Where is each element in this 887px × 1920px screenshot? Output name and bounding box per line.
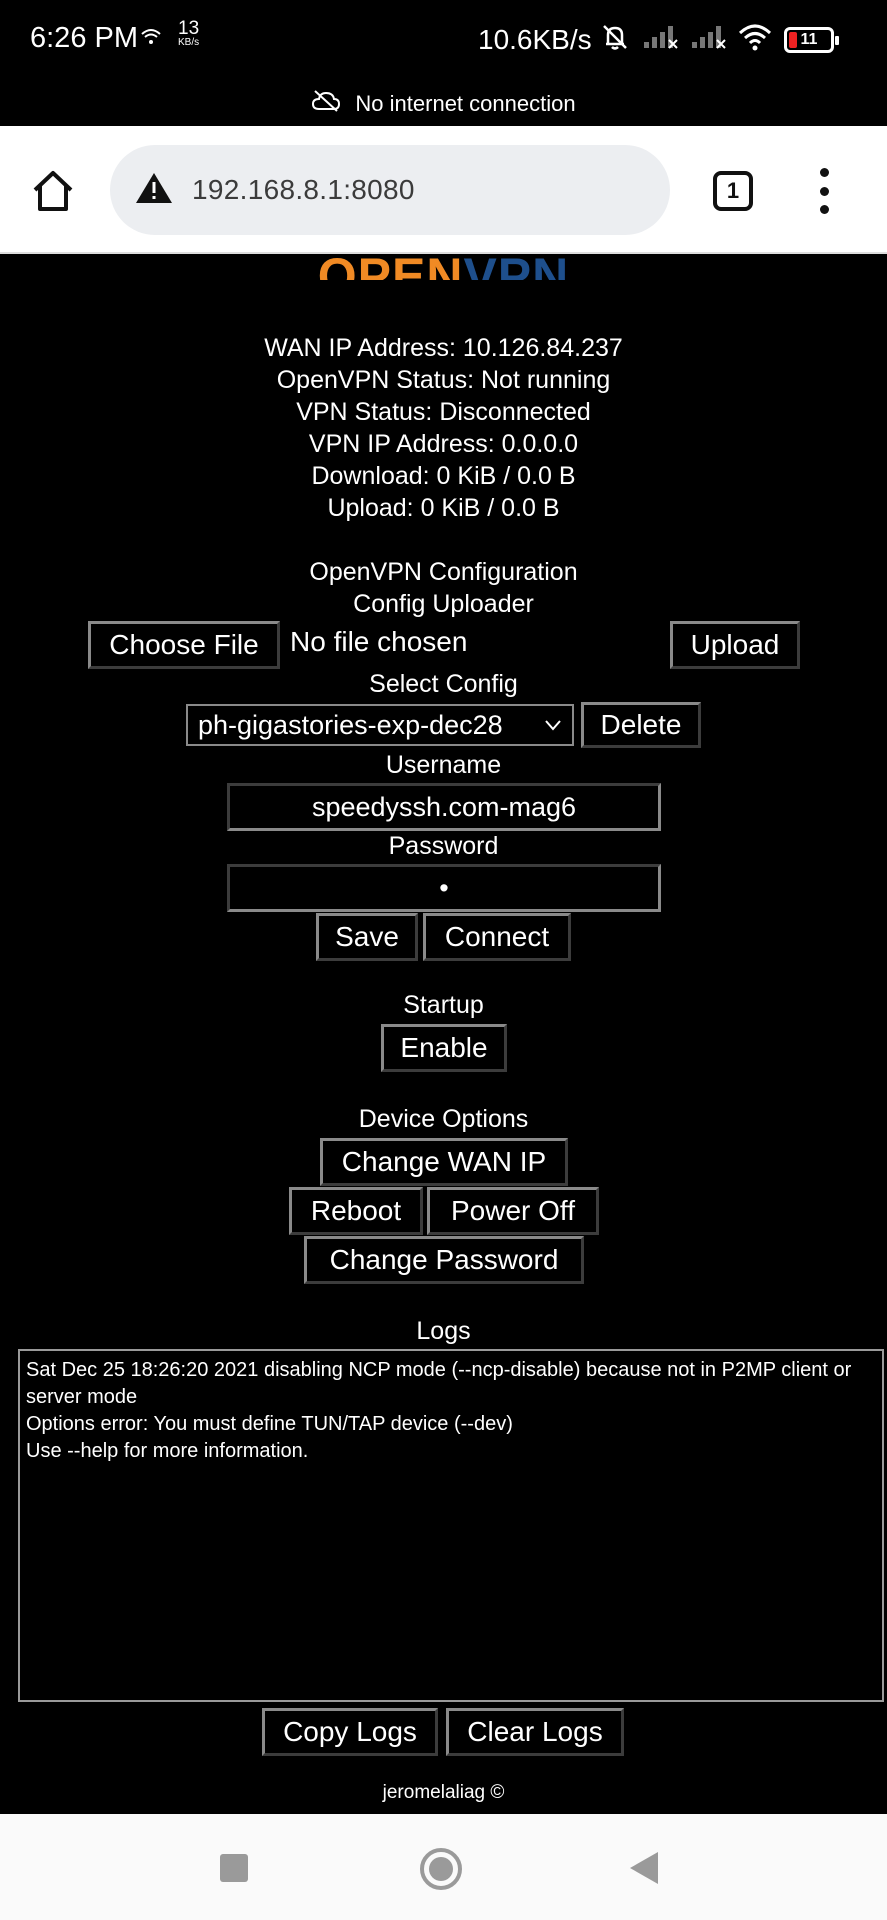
enable-startup-button[interactable]: Enable (381, 1024, 507, 1072)
upload-button[interactable]: Upload (670, 621, 800, 669)
openvpn-status: OpenVPN Status: Not running (276, 366, 611, 394)
footer-credit: jeromelaliag © (382, 1782, 505, 1803)
menu-dot-icon (819, 186, 829, 196)
connect-button[interactable]: Connect (423, 913, 571, 961)
menu-dot-icon (819, 168, 829, 177)
password-input[interactable]: • (227, 864, 661, 912)
network-banner: No internet connection (0, 82, 887, 126)
battery-icon: 11 (784, 26, 839, 53)
battery-level: 11 (800, 30, 818, 48)
vpn-status: VPN Status: Disconnected (296, 398, 591, 426)
net-speed: 10.6KB/s (478, 24, 592, 55)
logs-textarea[interactable]: Sat Dec 25 18:26:20 2021 disabling NCP m… (18, 1349, 884, 1702)
copy-logs-button[interactable]: Copy Logs (262, 1708, 438, 1756)
log-line: Sat Dec 25 18:26:20 2021 disabling NCP m… (26, 1359, 852, 1408)
net-speed-small: 13 KB/s (178, 18, 200, 48)
password-label: Password (388, 832, 499, 860)
chevron-down-icon (545, 720, 561, 731)
wifi-question-icon (140, 26, 162, 54)
warning-icon[interactable] (134, 171, 174, 210)
openvpn-logo: OPENVPN (0, 246, 887, 280)
home-button[interactable] (30, 168, 76, 214)
select-config-title: Select Config (369, 670, 518, 698)
choose-file-button[interactable]: Choose File (88, 621, 280, 669)
back-button[interactable] (630, 1852, 658, 1884)
username-label: Username (385, 751, 502, 779)
logs-title: Logs (416, 1317, 471, 1345)
openvpn-page: OPENVPN WAN IP Address: 10.126.84.237 Op… (0, 248, 887, 1814)
wifi-icon (738, 23, 772, 56)
clear-logs-button[interactable]: Clear Logs (446, 1708, 624, 1756)
status-time: 6:26 PM (30, 22, 138, 54)
tab-count: 1 (726, 178, 740, 203)
change-wan-ip-button[interactable]: Change WAN IP (320, 1138, 568, 1186)
vpn-ip: VPN IP Address: 0.0.0.0 (308, 430, 579, 458)
file-chosen-label: No file chosen (290, 626, 468, 657)
menu-dot-icon (819, 205, 829, 214)
url-text: 192.168.8.1:8080 (192, 174, 415, 205)
log-line: Options error: You must define TUN/TAP d… (26, 1413, 513, 1435)
config-select[interactable]: ph-gigastories-exp-dec28 (186, 704, 574, 746)
signal-icon-2 (690, 24, 726, 55)
tab-switcher-button[interactable]: 1 (713, 171, 753, 211)
system-nav-bar (0, 1814, 887, 1920)
status-icons: 11 (600, 22, 839, 57)
recents-button[interactable] (220, 1854, 248, 1882)
config-select-value: ph-gigastories-exp-dec28 (198, 709, 503, 740)
status-bar: 6:26 PM 13 KB/s 10.6KB/s 11 (0, 0, 887, 82)
address-bar[interactable]: 192.168.8.1:8080 (110, 145, 670, 235)
nav-home-button[interactable] (420, 1848, 462, 1890)
net-speed-small-value: 13 (178, 18, 200, 39)
username-input[interactable]: speedyssh.com-mag6 (227, 783, 661, 831)
wan-ip: WAN IP Address: 10.126.84.237 (264, 334, 623, 362)
cloud-off-icon (311, 90, 341, 118)
home-icon (33, 171, 73, 211)
browser-menu-button[interactable] (812, 168, 836, 214)
power-off-button[interactable]: Power Off (427, 1187, 599, 1235)
delete-button[interactable]: Delete (581, 702, 701, 748)
config-uploader-title: Config Uploader (353, 590, 534, 618)
reboot-button[interactable]: Reboot (289, 1187, 423, 1235)
signal-icon (642, 24, 678, 55)
upload-stats: Upload: 0 KiB / 0.0 B (327, 494, 560, 522)
startup-title: Startup (403, 991, 484, 1019)
mute-bell-icon (600, 22, 630, 57)
device-options-title: Device Options (358, 1105, 529, 1133)
config-section-title: OpenVPN Configuration (309, 558, 578, 586)
network-banner-text: No internet connection (355, 91, 576, 116)
log-line: Use --help for more information. (26, 1440, 309, 1462)
net-speed-small-unit: KB/s (178, 37, 200, 48)
download-stats: Download: 0 KiB / 0.0 B (311, 462, 576, 490)
browser-toolbar: 192.168.8.1:8080 1 (0, 126, 887, 254)
logo-part-vpn: VPN (463, 248, 570, 280)
save-button[interactable]: Save (316, 913, 418, 961)
change-password-button[interactable]: Change Password (304, 1236, 584, 1284)
logo-part-open: OPEN (317, 248, 464, 280)
